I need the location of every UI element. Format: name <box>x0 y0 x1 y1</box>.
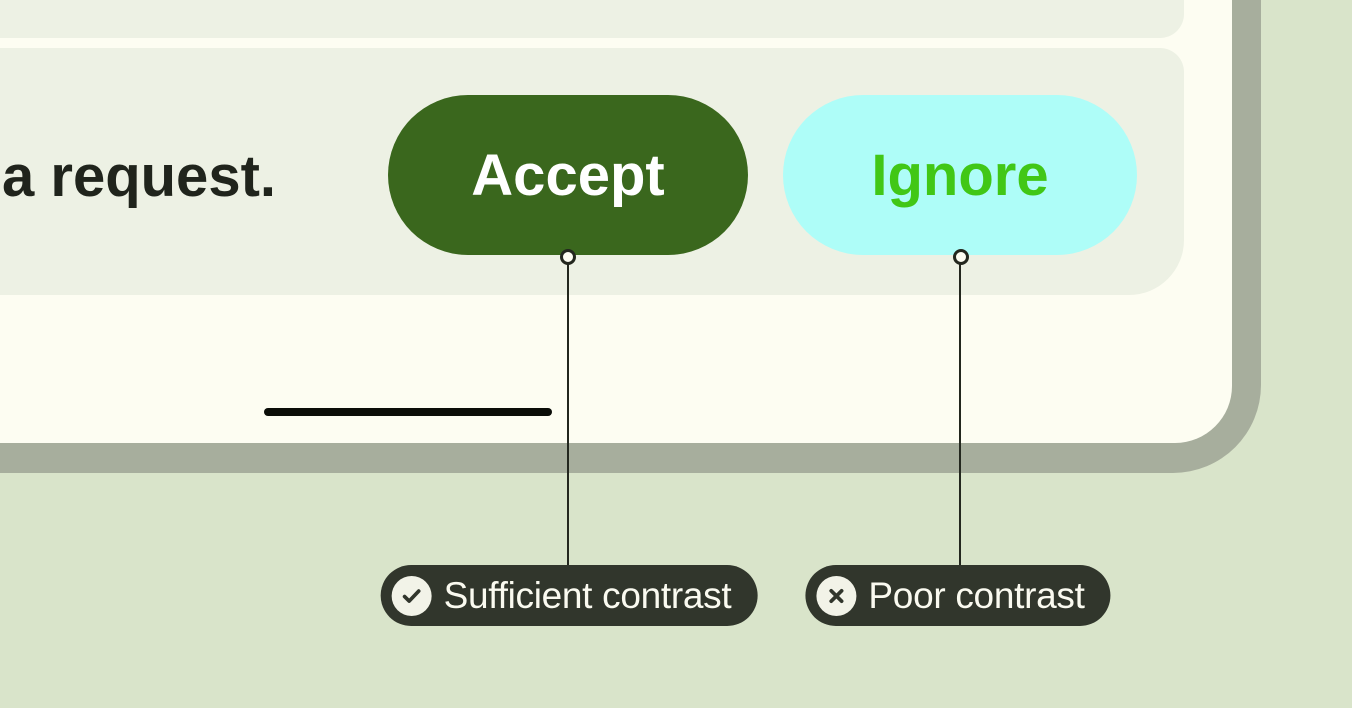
callout-sufficient-contrast: Sufficient contrast <box>380 565 758 626</box>
request-message-text: a request. <box>2 144 276 209</box>
card-top <box>0 0 1184 38</box>
callout-label: Sufficient contrast <box>443 575 732 616</box>
connector-line-accept <box>567 264 569 566</box>
callout-poor-contrast: Poor contrast <box>805 565 1111 626</box>
connector-line-ignore <box>959 264 961 566</box>
accept-button[interactable]: Accept <box>388 95 748 255</box>
accept-button-label: Accept <box>471 142 665 208</box>
x-icon <box>816 575 857 616</box>
ignore-button[interactable]: Ignore <box>783 95 1137 255</box>
home-indicator[interactable] <box>264 408 552 416</box>
callout-label: Poor contrast <box>868 575 1085 616</box>
check-icon <box>391 575 432 616</box>
anchor-dot-ignore <box>953 249 969 265</box>
ignore-button-label: Ignore <box>871 142 1049 208</box>
anchor-dot-accept <box>560 249 576 265</box>
